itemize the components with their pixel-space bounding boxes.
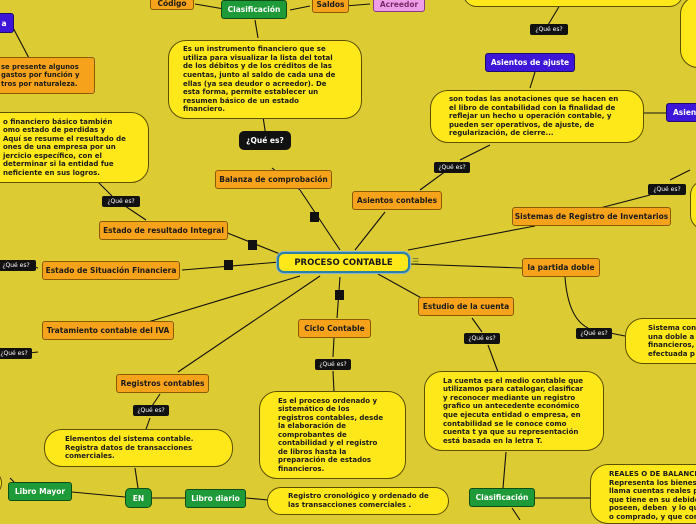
node-estudio-desc[interactable]: La cuenta es el medio contable que utili… xyxy=(424,371,604,451)
label-que-es-ajuste: ¿Qué es? xyxy=(530,24,568,35)
node-libro-diario-desc[interactable]: Registro cronológico y ordenado de las t… xyxy=(267,487,449,515)
node-balanza[interactable]: Balanza de comprobación xyxy=(215,170,332,189)
node-partida-desc[interactable]: Sistema con una doble a financieros, efe… xyxy=(625,318,696,364)
node-asientos-edge[interactable]: Asien xyxy=(666,103,696,122)
node-estudio-cuenta[interactable]: Estudio de la cuenta xyxy=(418,297,514,316)
node-clasificacion-top[interactable]: Clasificación xyxy=(221,0,287,19)
node-sistemas-inventarios[interactable]: Sistemas de Registro de Inventarios xyxy=(512,207,671,226)
label-que-es-asientos: ¿Qué es? xyxy=(434,162,470,173)
node-registros-desc[interactable]: Elementos del sistema contable. Registra… xyxy=(44,429,233,467)
node-libro-diario[interactable]: Libro diario xyxy=(185,489,246,508)
node-saldos[interactable]: Saldos xyxy=(312,0,349,13)
node-clasificacion-desc[interactable]: se presente algunos gastos por función y… xyxy=(0,57,95,94)
node-libro-mayor[interactable]: Libro Mayor xyxy=(8,482,72,501)
node-codigo[interactable]: Código xyxy=(150,0,194,10)
node-edge-top-right[interactable] xyxy=(463,0,683,7)
label-que-es-iva: ¿Qué es? xyxy=(0,348,32,359)
node-asientos-ajuste[interactable]: Asientos de ajuste xyxy=(485,53,575,72)
node-asientos-contables[interactable]: Asientos contables xyxy=(352,191,442,210)
label-que-es-balanza: ¿Qué es? xyxy=(239,131,291,150)
node-en[interactable]: EN xyxy=(125,488,152,508)
connector-marker xyxy=(310,212,319,222)
node-asientos-desc[interactable]: son todas las anotaciones que se hacen e… xyxy=(430,90,644,143)
node-registros-contables[interactable]: Registros contables xyxy=(116,374,209,393)
connector-marker xyxy=(248,240,257,250)
node-tratamiento-iva[interactable]: Tratamiento contable del IVA xyxy=(42,321,174,340)
node-clasificacion-bottom[interactable]: Clasificación xyxy=(469,488,535,507)
node-estado-situacion[interactable]: Estado de Situación Financiera xyxy=(42,261,180,280)
label-que-es-situacion: ¿Qué es? xyxy=(0,260,36,271)
label-que-es-partida: ¿Qué es? xyxy=(576,328,612,339)
node-edge-purple[interactable]: a xyxy=(0,13,14,33)
connector-marker xyxy=(335,290,344,300)
node-balanza-desc[interactable]: Es un instrumento financiero que se util… xyxy=(168,40,362,119)
label-que-es-registros: ¿Qué es? xyxy=(133,405,169,416)
node-reales-desc[interactable]: REALES O DE BALANCE Representa los biene… xyxy=(590,464,696,524)
label-que-es-resultado: ¿Qué es? xyxy=(102,196,140,207)
label-que-es-ciclo: ¿Qué es? xyxy=(315,359,351,370)
node-edge-far-right[interactable] xyxy=(680,0,696,68)
node-acreedor[interactable]: Acreedor xyxy=(373,0,425,12)
label-que-es-inventarios: ¿Qué es? xyxy=(648,184,686,195)
connector-marker xyxy=(224,260,233,270)
node-ciclo-contable[interactable]: Ciclo Contable xyxy=(298,319,371,338)
node-partida-doble[interactable]: la partida doble xyxy=(522,258,600,277)
label-que-es-estudio: ¿Qué es? xyxy=(464,333,500,344)
node-ciclo-desc[interactable]: Es el proceso ordenado y sistemático de … xyxy=(259,391,406,479)
node-estado-resultado[interactable]: Estado de resultado Integral xyxy=(99,221,228,240)
central-topic[interactable]: PROCESO CONTABLE xyxy=(277,252,410,273)
node-estado-resultado-desc[interactable]: o financiero básico también omo estado d… xyxy=(0,112,149,183)
drag-handle-icon[interactable]: ☰ xyxy=(412,257,420,266)
